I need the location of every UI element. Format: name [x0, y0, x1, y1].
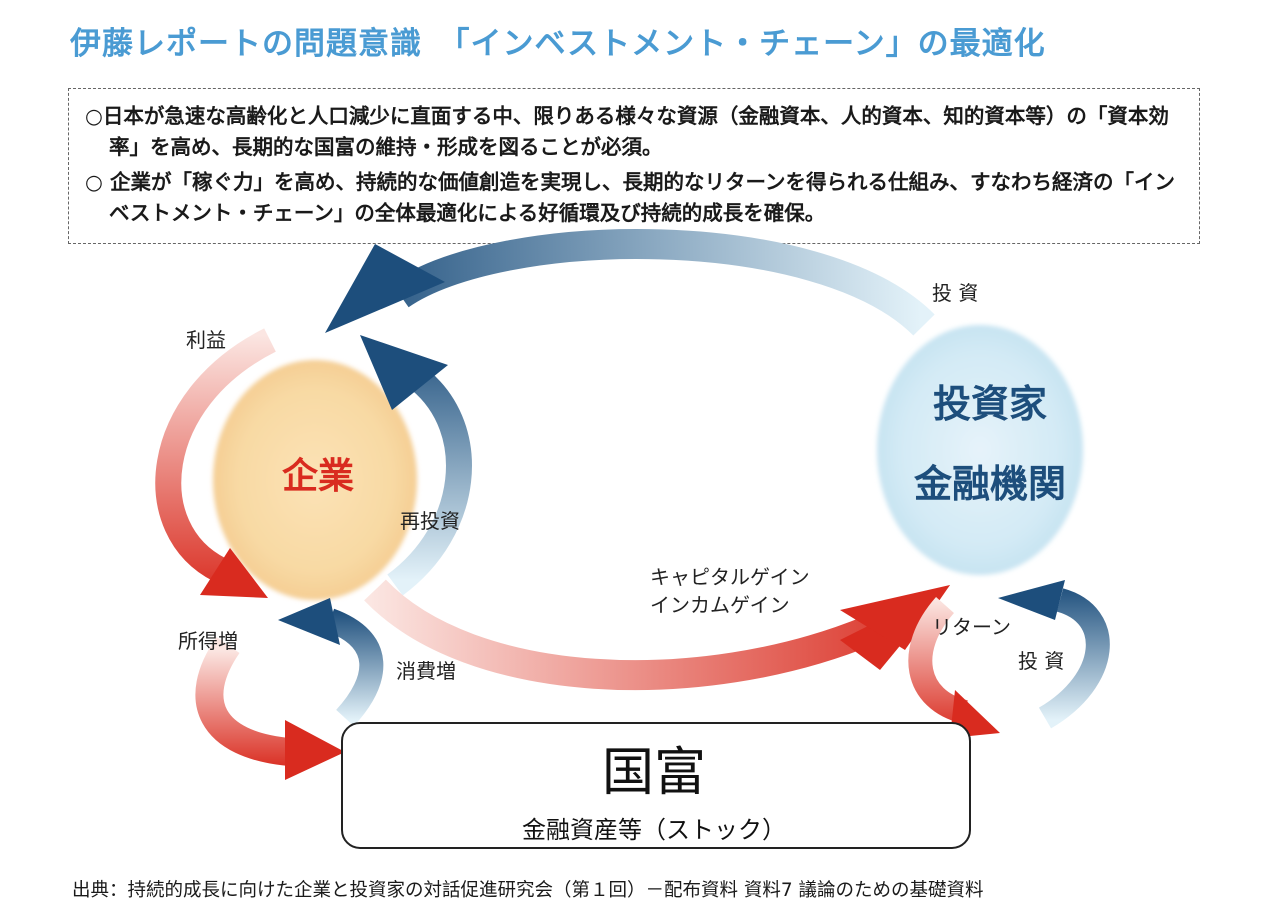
- investment-arrowhead: [325, 244, 445, 333]
- consumption-increase-label: 消費増: [396, 659, 456, 683]
- capital-gain-label: キャピタルゲイン: [650, 565, 810, 589]
- income-increase-arrow: [195, 637, 292, 766]
- financial-institution-label: 金融機関: [913, 462, 1066, 506]
- company-label: 企業: [282, 455, 354, 497]
- investment-right-label: 投 資: [1018, 649, 1064, 673]
- return-label: リターン: [932, 615, 1011, 639]
- investor-circle: [877, 325, 1083, 575]
- income-gain-label: インカムゲイン: [650, 593, 790, 617]
- investment-top-label: 投 資: [932, 281, 978, 305]
- investment-flow-arrow: [391, 229, 935, 336]
- investment-right-arrow: [1038, 588, 1110, 729]
- income-increase-arrowhead: [285, 720, 345, 780]
- summary-box: ○日本が急速な高齢化と人口減少に直面する中、限りある様々な資源（金融資本、人的資…: [68, 88, 1200, 244]
- page-title: 伊藤レポートの問題意識 「インベストメント・チェーン」の最適化: [70, 26, 1046, 62]
- profit-arrow: [155, 328, 276, 582]
- investment-right-arrowhead: [998, 580, 1065, 620]
- summary-point-2: ○ 企業が「稼ぐ力」を高め、持続的な価値創造を実現し、長期的なリターンを得られる…: [85, 170, 1175, 225]
- reinvestment-arrowhead: [360, 335, 448, 410]
- profit-label: 利益: [186, 328, 226, 352]
- consumption-increase-arrow: [325, 608, 384, 727]
- company-circle: [213, 360, 417, 600]
- gain-flow-arrow: [364, 579, 876, 691]
- reinvestment-arrow: [387, 370, 472, 596]
- national-wealth-subtitle: 金融資産等（ストック）: [522, 816, 786, 844]
- consumption-increase-arrowhead: [278, 598, 340, 645]
- source-citation: 出典：持続的成長に向けた企業と投資家の対話促進研究会（第１回）－配布資料 資料7…: [72, 880, 984, 901]
- reinvestment-label: 再投資: [400, 509, 460, 533]
- summary-point-1: ○日本が急速な高齢化と人口減少に直面する中、限りある様々な資源（金融資本、人的資…: [85, 104, 1169, 159]
- profit-arrowhead: [200, 548, 268, 598]
- national-wealth-title: 国富: [602, 743, 706, 803]
- income-increase-label: 所得増: [178, 629, 238, 653]
- investor-label: 投資家: [933, 382, 1047, 426]
- return-arrow: [908, 597, 969, 724]
- national-wealth-box: [341, 722, 971, 849]
